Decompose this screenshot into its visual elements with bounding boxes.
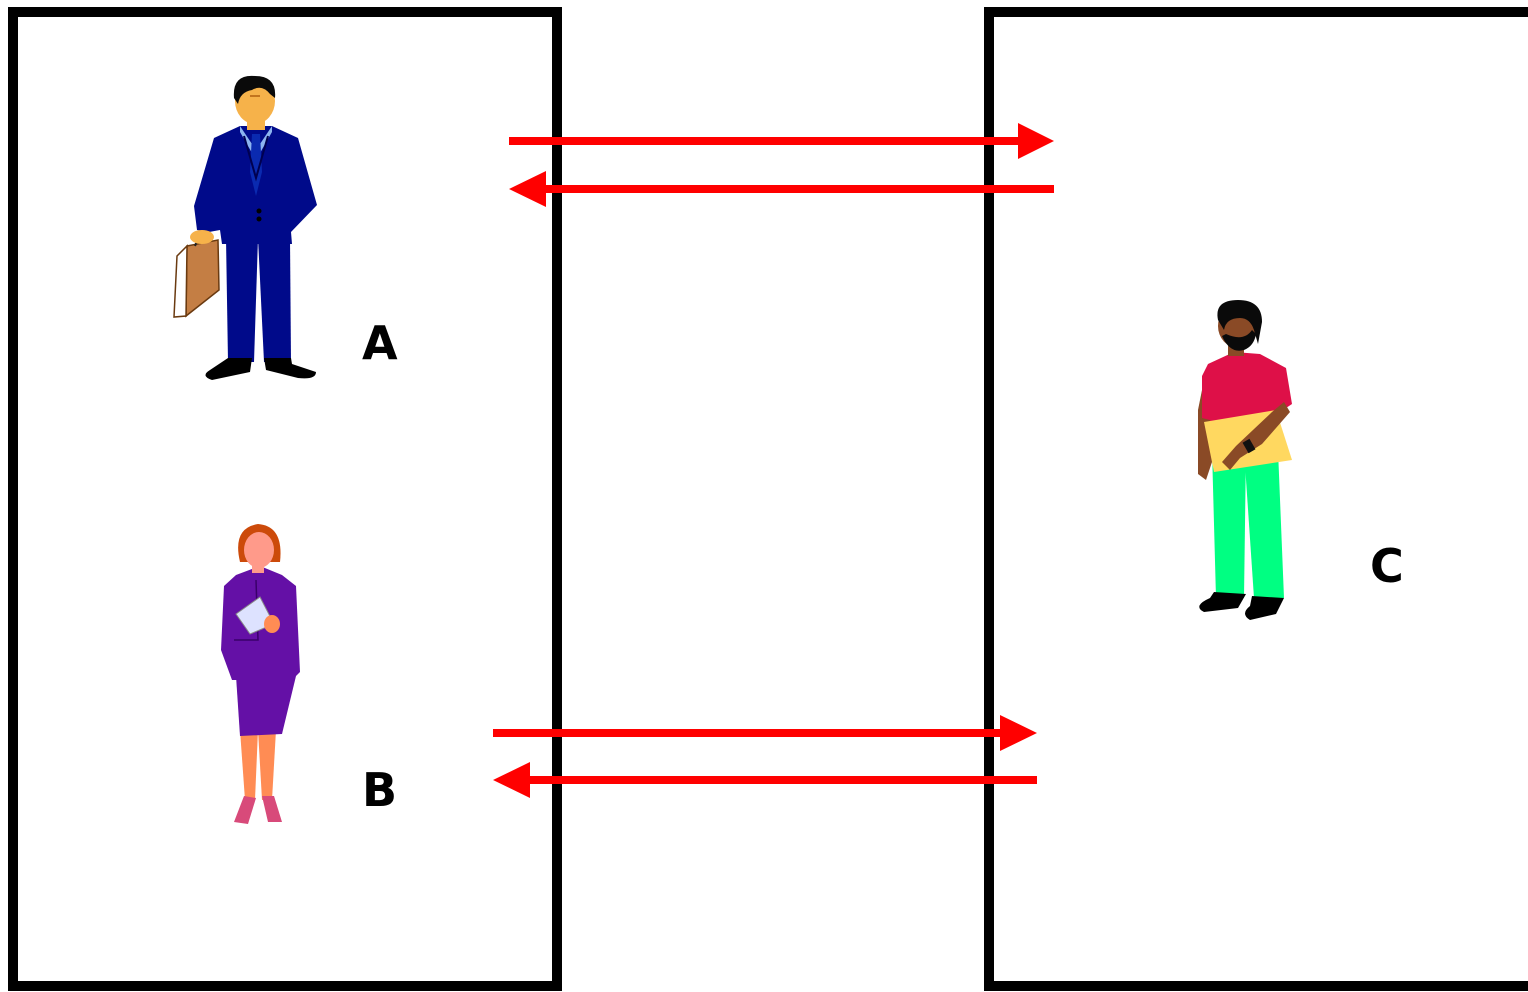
label-a: A [362,316,398,370]
arrow-c-to-a [509,171,1054,207]
label-b: B [362,763,397,817]
arrow-a-to-c [509,123,1054,159]
left-frame [8,7,562,991]
arrow-left-icon [509,171,546,207]
arrow-right-icon [1000,715,1037,751]
businesswoman-icon [221,524,300,824]
right-frame [984,7,1528,991]
label-c: C [1370,539,1404,593]
arrow-left-icon [493,762,530,798]
man-with-folder-icon [1198,300,1292,620]
arrow-right-icon [1018,123,1054,159]
arrow-b-to-c [493,715,1037,751]
businessman-icon [173,75,317,380]
arrow-c-to-b [493,762,1037,798]
